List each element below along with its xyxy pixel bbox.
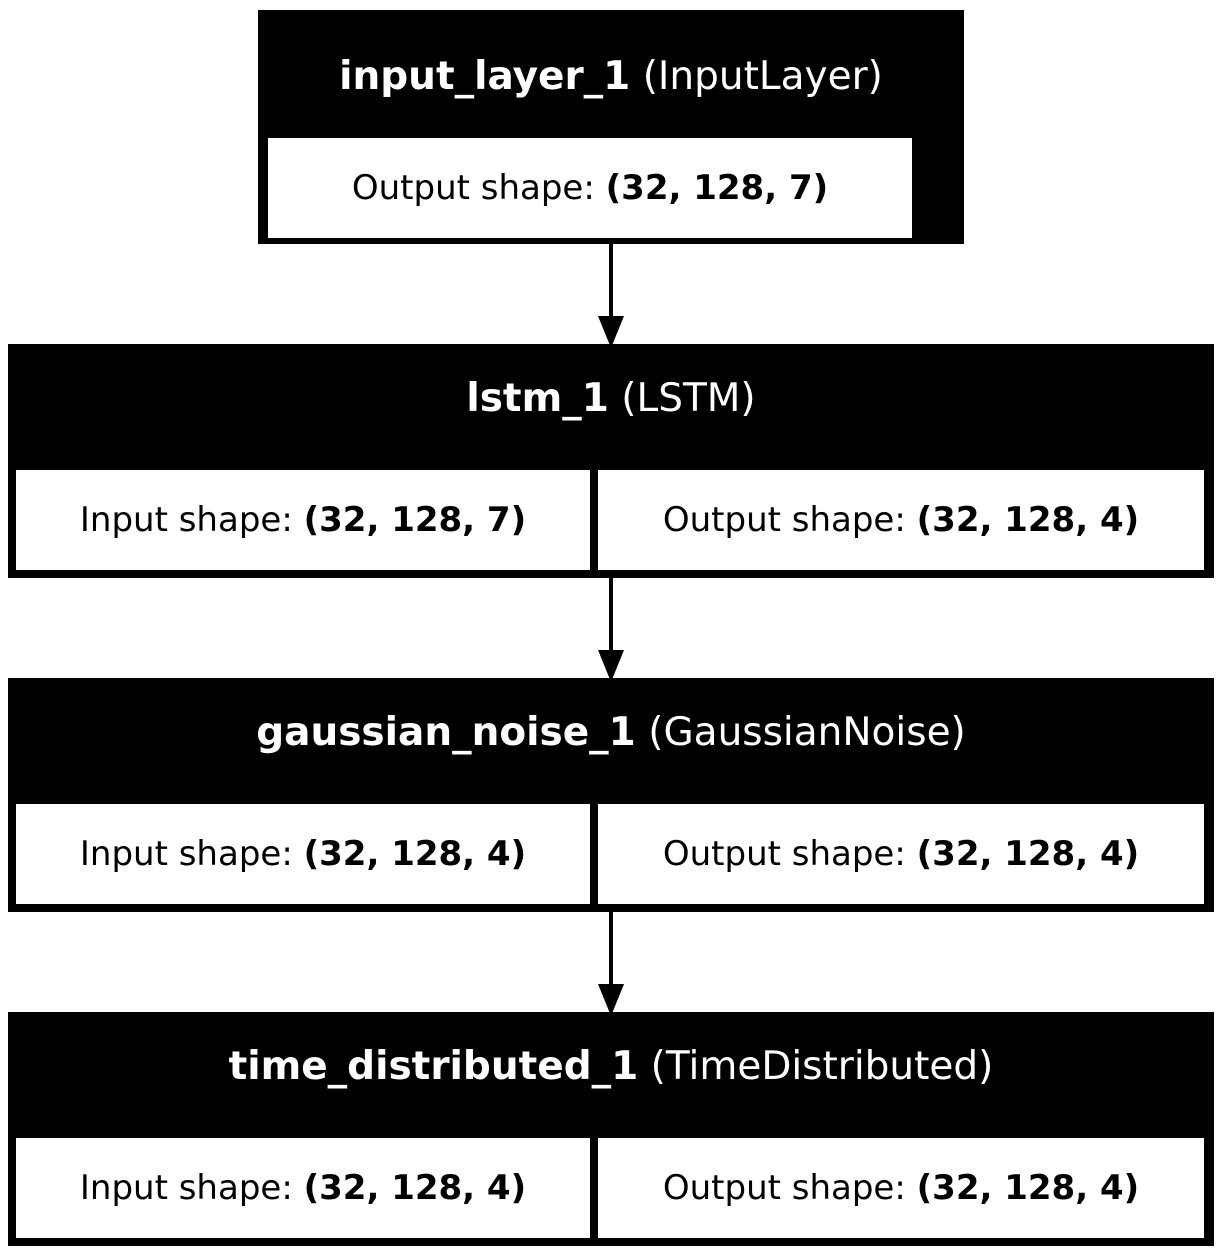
output-shape-label: Output shape: (662, 1168, 917, 1208)
input-shape-value: (32, 128, 4) (303, 834, 527, 874)
layer-name: time_distributed_1 (228, 1044, 639, 1089)
node-gaussian-noise-1: gaussian_noise_1 (GaussianNoise) Input s… (8, 678, 1214, 912)
node-input-layer-1: input_layer_1 (InputLayer) Output shape:… (258, 10, 964, 244)
input-shape-value: (32, 128, 7) (303, 500, 527, 540)
input-shape-value: (32, 128, 4) (303, 1168, 527, 1208)
output-shape-cell: Output shape: (32, 128, 4) (598, 470, 1204, 570)
output-shape-cell: Output shape: (32, 128, 7) (268, 138, 912, 238)
output-shape-label: Output shape: (662, 834, 917, 874)
node-title: gaussian_noise_1 (GaussianNoise) (8, 710, 1214, 755)
input-shape-label: Input shape: (79, 500, 304, 540)
output-shape-value: (32, 128, 4) (916, 1168, 1140, 1208)
node-lstm-1: lstm_1 (LSTM) Input shape: (32, 128, 7) … (8, 344, 1214, 578)
edge-gaussian-noise-to-time-distributed (598, 910, 624, 1016)
output-shape-label: Output shape: (351, 168, 606, 208)
output-shape-value: (32, 128, 4) (916, 834, 1140, 874)
edge-lstm-to-gaussian-noise (598, 576, 624, 682)
node-title: time_distributed_1 (TimeDistributed) (8, 1044, 1214, 1089)
layer-type: (GaussianNoise) (648, 710, 966, 755)
output-shape-cell: Output shape: (32, 128, 4) (598, 804, 1204, 904)
output-shape-value: (32, 128, 7) (605, 168, 829, 208)
edge-input-to-lstm (598, 242, 624, 348)
layer-type: (TimeDistributed) (650, 1044, 994, 1089)
input-shape-cell: Input shape: (32, 128, 7) (16, 470, 590, 570)
layer-name: gaussian_noise_1 (256, 710, 636, 755)
layer-type: (LSTM) (621, 376, 756, 421)
layer-type: (InputLayer) (642, 54, 883, 99)
layer-name: input_layer_1 (339, 54, 631, 99)
layer-name: lstm_1 (466, 376, 609, 421)
input-shape-label: Input shape: (79, 1168, 304, 1208)
input-shape-cell: Input shape: (32, 128, 4) (16, 1138, 590, 1238)
node-title: input_layer_1 (InputLayer) (258, 54, 964, 99)
node-time-distributed-1: time_distributed_1 (TimeDistributed) Inp… (8, 1012, 1214, 1246)
node-title: lstm_1 (LSTM) (8, 376, 1214, 421)
output-shape-cell: Output shape: (32, 128, 4) (598, 1138, 1204, 1238)
input-shape-label: Input shape: (79, 834, 304, 874)
output-shape-value: (32, 128, 4) (916, 500, 1140, 540)
input-shape-cell: Input shape: (32, 128, 4) (16, 804, 590, 904)
output-shape-label: Output shape: (662, 500, 917, 540)
